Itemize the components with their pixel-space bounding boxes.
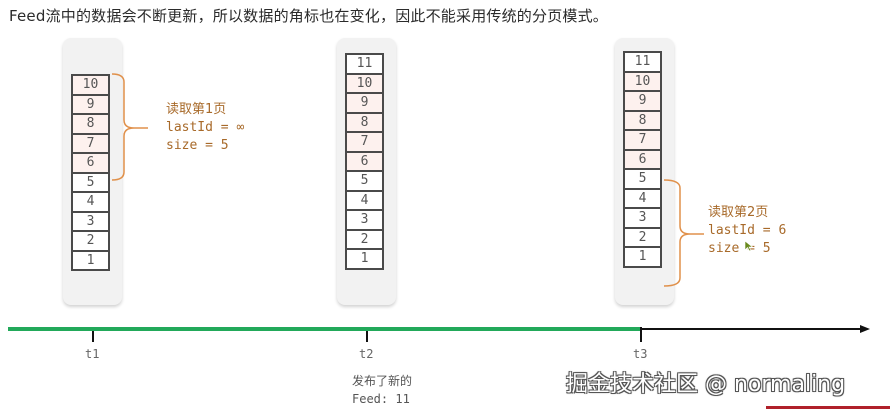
feed-item: 7 [71, 132, 110, 154]
feed-item: 1 [345, 248, 384, 270]
feed-stack-t3: 11 10 9 8 7 6 5 4 3 2 1 [623, 51, 662, 268]
feed-item: 3 [71, 210, 110, 232]
feed-stack-t2: 11 10 9 8 7 6 5 4 3 2 1 [345, 53, 384, 270]
page2-note-size: size = 5 [708, 241, 771, 256]
feed-item: 1 [623, 246, 662, 268]
feed-item: 8 [71, 113, 110, 135]
tick-label-t2: t2 [359, 347, 374, 361]
page1-note-title: 读取第1页 [166, 102, 227, 117]
event-line1: 发布了新的 [352, 374, 413, 388]
page1-note-lastid: lastId = ∞ [166, 120, 245, 135]
event-line2: Feed: 11 [352, 392, 410, 406]
feed-item: 10 [345, 72, 384, 94]
feed-item: 10 [71, 74, 110, 96]
page1-note: 读取第1页 lastId = ∞ size = 5 [166, 101, 244, 155]
page2-bracket-icon [663, 179, 704, 287]
page2-note: 读取第2页 lastId = 6 size = 5 [708, 204, 786, 258]
mouse-cursor-icon [744, 240, 754, 252]
page-title: Feed流中的数据会不断更新，所以数据的角标也在变化，因此不能采用传统的分页模式… [9, 7, 608, 25]
tick-label-t1: t1 [85, 347, 100, 361]
red-progress-bar [766, 406, 890, 409]
page1-bracket-icon [111, 73, 148, 181]
event-annotation: 发布了新的 Feed: 11 [352, 372, 412, 408]
feed-stack-t1: 10 9 8 7 6 5 4 3 2 1 [71, 74, 110, 271]
feed-item-new: 11 [345, 53, 384, 75]
watermark: 掘金技术社区 @ normaling [566, 372, 846, 397]
tick-label-t3: t3 [633, 347, 648, 361]
feed-item: 8 [345, 111, 384, 133]
page2-note-title: 读取第2页 [708, 205, 769, 220]
feed-item: 1 [71, 249, 110, 271]
page1-note-size: size = 5 [166, 138, 229, 153]
page2-note-lastid: lastId = 6 [708, 223, 787, 238]
